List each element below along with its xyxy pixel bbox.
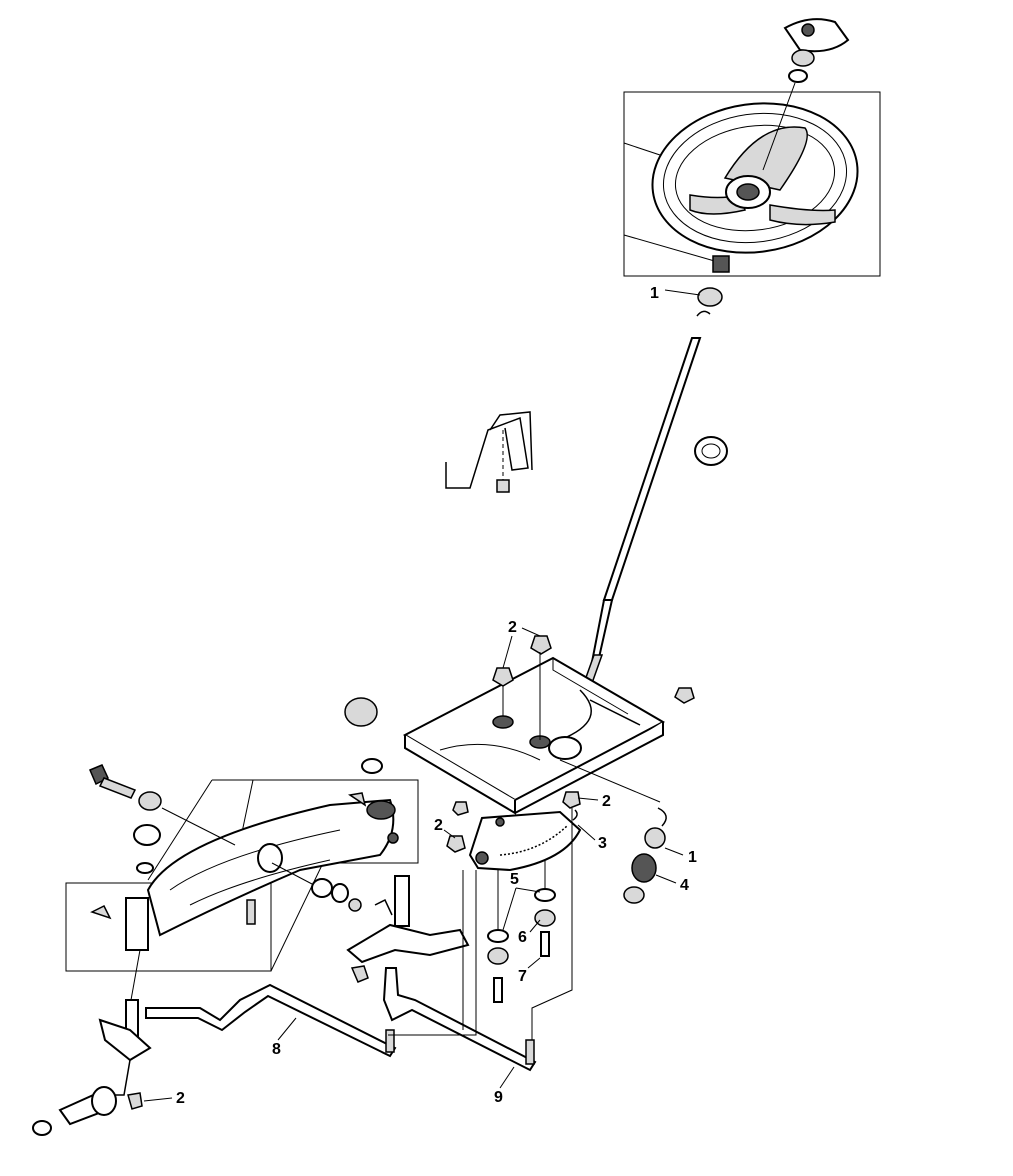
callout-4: 4	[680, 877, 689, 894]
callout-1-right: 1	[688, 849, 697, 866]
callout-1-top: 1	[650, 285, 659, 302]
callout-7: 7	[518, 968, 527, 985]
bushing-ring	[694, 436, 728, 466]
callout-2-top: 2	[508, 619, 517, 636]
axle-hardware	[89, 697, 383, 925]
callouts: 1 2 2 2 3 1 4 5 6 7 8 9 2	[176, 285, 697, 1107]
steering-wheel-inset	[623, 91, 881, 277]
callout-2-right: 2	[602, 793, 611, 810]
bracket-bolt-assembly	[445, 411, 533, 493]
mounting-plate	[402, 656, 666, 815]
sector-gear	[446, 791, 582, 872]
left-spindle	[32, 949, 152, 1136]
front-axle	[125, 798, 399, 951]
pinion-parts	[559, 759, 667, 904]
bracket-lines	[388, 808, 573, 1040]
callout-8: 8	[272, 1041, 281, 1058]
callout-3: 3	[598, 835, 607, 852]
drag-link-8	[145, 983, 397, 1058]
steering-wheel	[651, 102, 859, 254]
leader-lines	[143, 289, 701, 1102]
callout-6: 6	[518, 929, 527, 946]
callout-2-bottom: 2	[176, 1090, 185, 1107]
steering-cap-parts	[712, 18, 850, 273]
callout-9: 9	[494, 1089, 503, 1106]
callout-5: 5	[510, 871, 519, 888]
plate-nuts	[492, 635, 695, 740]
callout-2-left: 2	[434, 817, 443, 834]
drag-link-9	[382, 967, 537, 1072]
right-spindle	[346, 875, 470, 983]
